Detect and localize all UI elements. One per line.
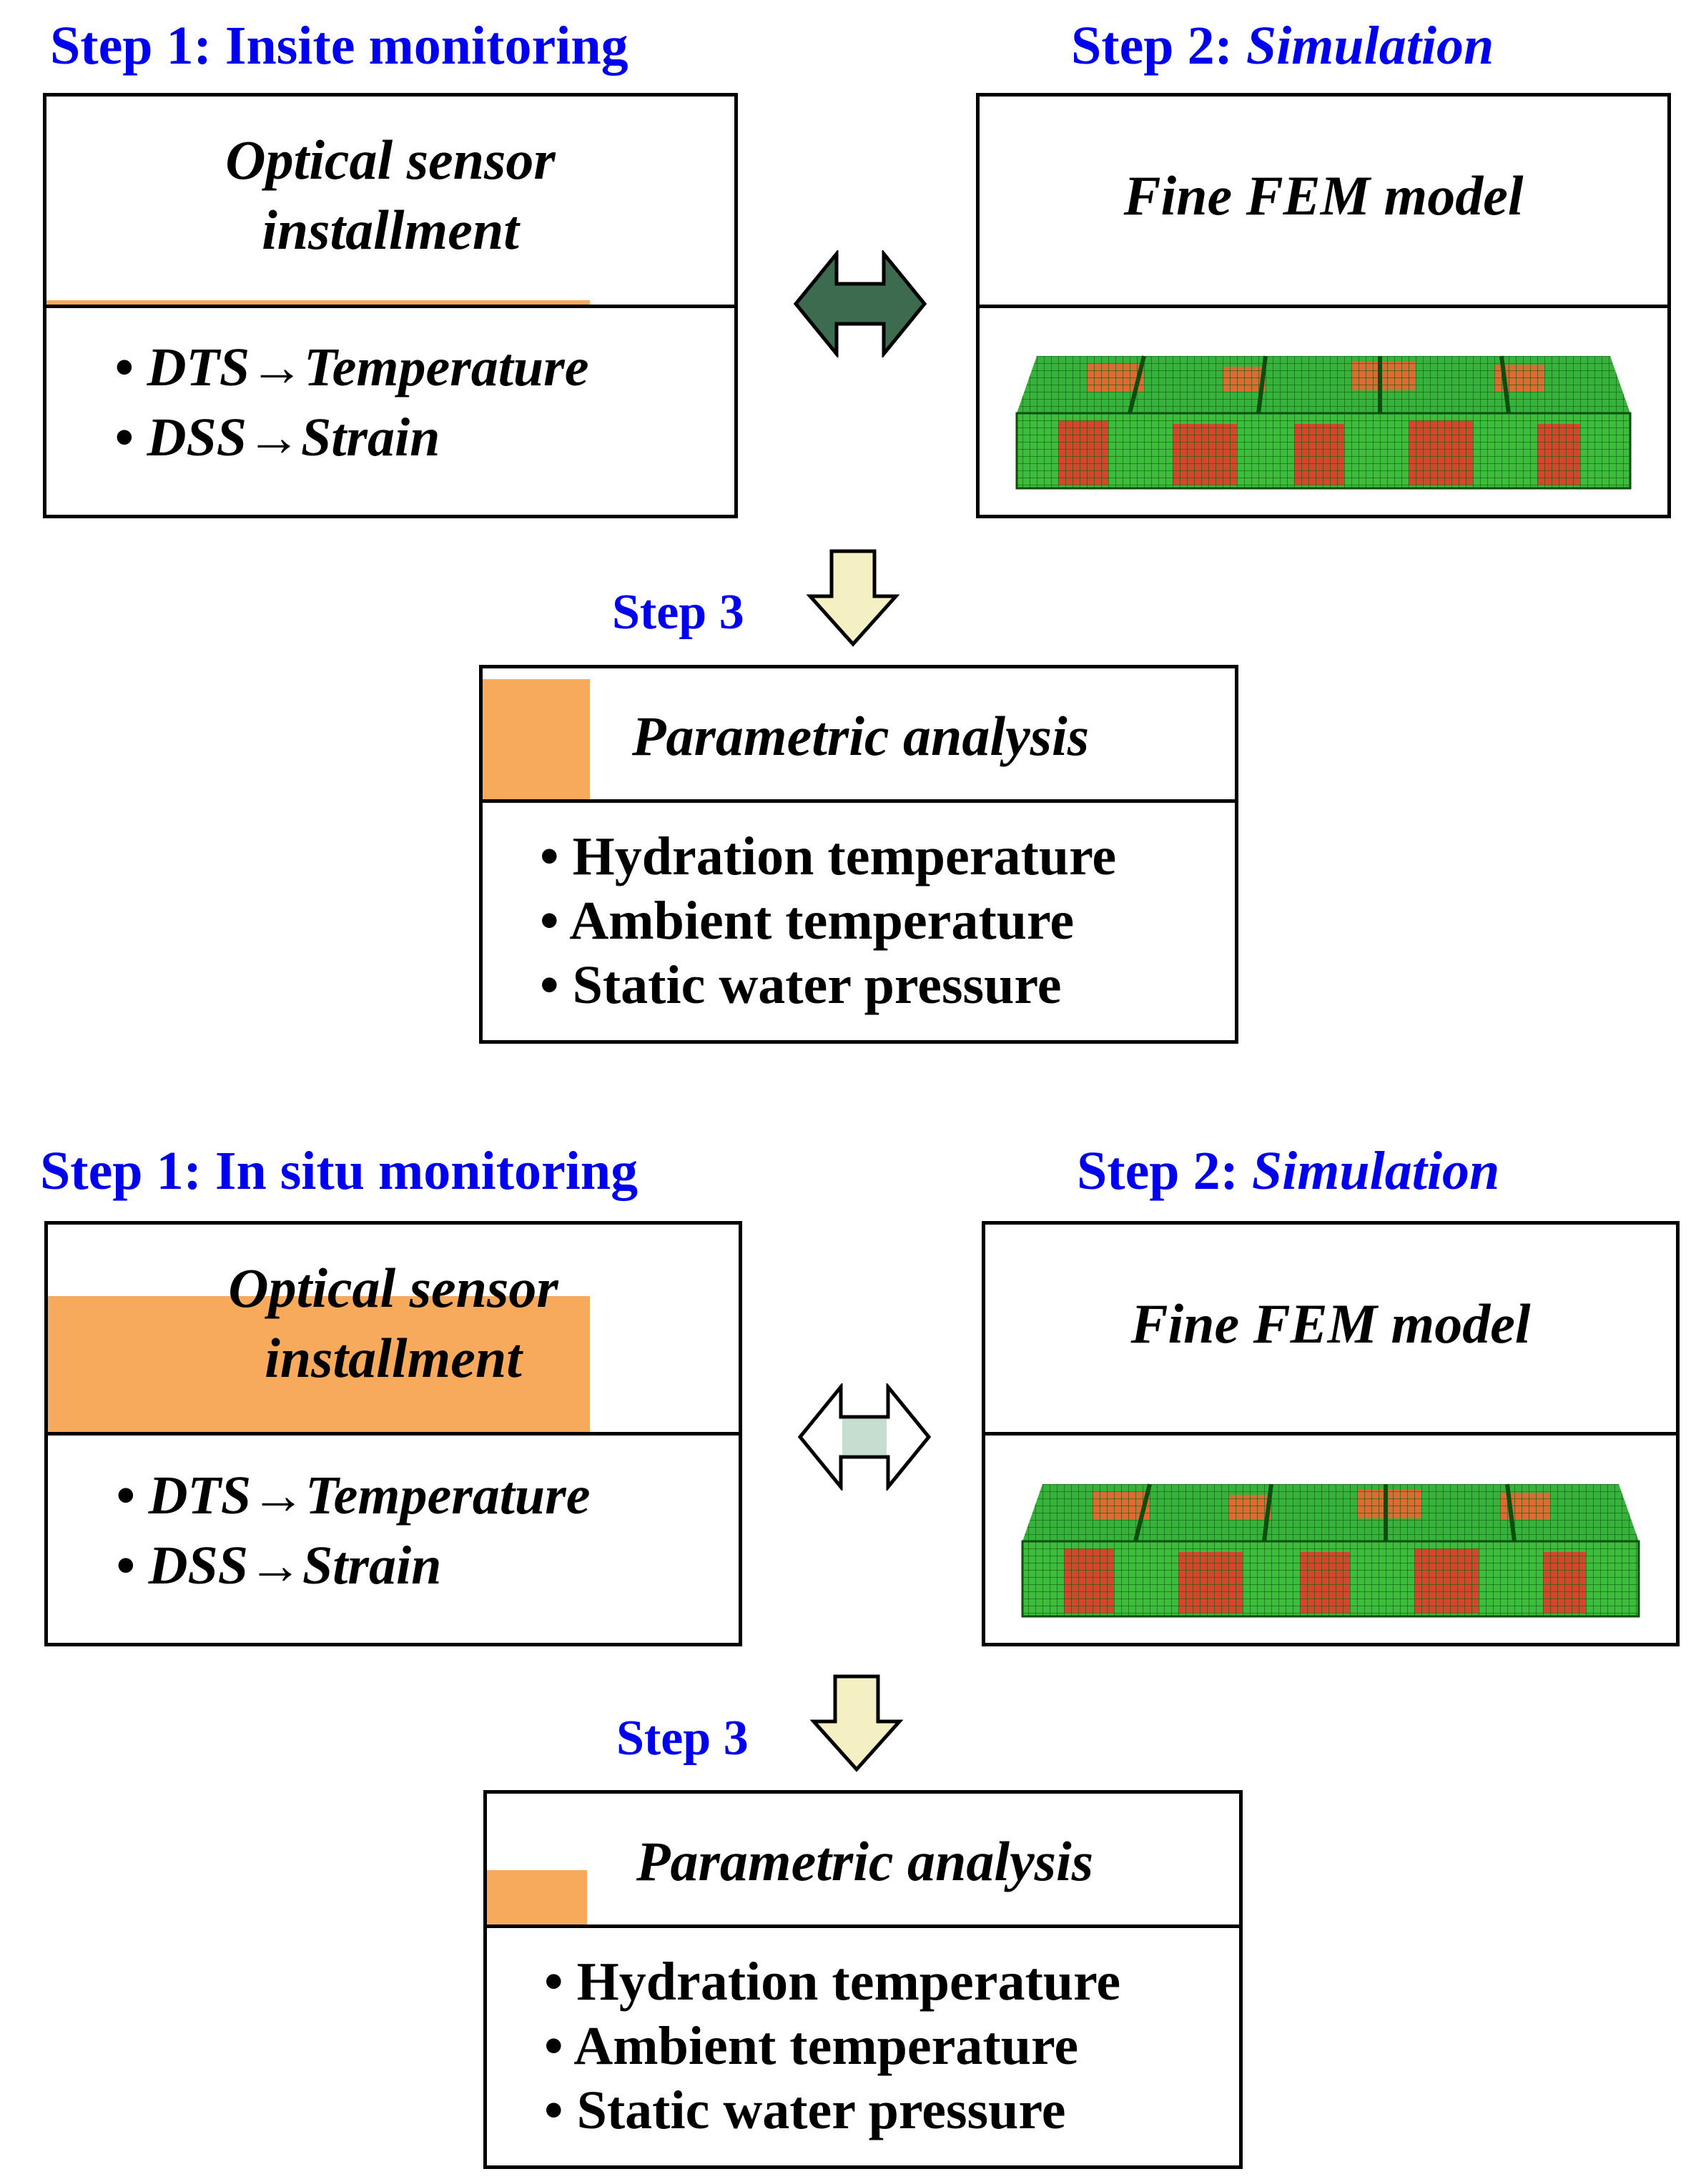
- sensor-box-items: • DTS→Temperature • DSS→Strain: [114, 337, 589, 468]
- param-box: Parametric analysis • Hydration temperat…: [479, 665, 1238, 1044]
- param-box-items: • Hydration temperature • Ambient temper…: [540, 826, 1117, 1015]
- highlight-block: [48, 1296, 590, 1432]
- param-box-title: Parametric analysis: [631, 705, 1090, 767]
- fem-model-image: [1008, 335, 1639, 499]
- step2-title: Step 2: Simulation: [1077, 1141, 1500, 1201]
- fem-box: Fine FEM model: [976, 93, 1671, 518]
- step1-title: Step 1: Insite monitoring: [50, 16, 628, 76]
- param-box-title: Parametric analysis: [636, 1830, 1094, 1892]
- highlight-block: [483, 679, 590, 799]
- fem-box: Fine FEM model: [982, 1221, 1680, 1646]
- double-arrow-shape: [793, 250, 927, 357]
- fem-box-title: Fine FEM model: [1130, 1293, 1531, 1355]
- down-arrow-icon: [807, 549, 899, 647]
- step1-title: Step 1: In situ monitoring: [40, 1141, 639, 1201]
- sensor-box-items: • DTS→Temperature • DSS→Strain: [116, 1466, 591, 1596]
- param-box-items: • Hydration temperature • Ambient temper…: [544, 1952, 1121, 2140]
- double-arrow-icon: [797, 1383, 932, 1491]
- highlight-block: [487, 1870, 587, 1924]
- step3-label: Step 3: [612, 585, 744, 640]
- sensor-box-title: Optical sensor installment: [225, 129, 556, 261]
- param-box: Parametric analysis • Hydration temperat…: [483, 1790, 1243, 2169]
- step3-label: Step 3: [616, 1711, 749, 1766]
- down-arrow-icon: [810, 1674, 903, 1772]
- highlight-strip: [46, 300, 590, 305]
- fem-model-image: [1014, 1463, 1647, 1627]
- double-arrow-icon: [793, 250, 927, 357]
- fem-box-title: Fine FEM model: [1123, 164, 1524, 227]
- sensor-box-title: Optical sensor installment: [228, 1257, 558, 1389]
- sensor-box: Optical sensor installment • DTS→Tempera…: [44, 1221, 742, 1646]
- step2-title: Step 2: Simulation: [1071, 16, 1494, 76]
- sensor-box: Optical sensor installment • DTS→Tempera…: [43, 93, 738, 518]
